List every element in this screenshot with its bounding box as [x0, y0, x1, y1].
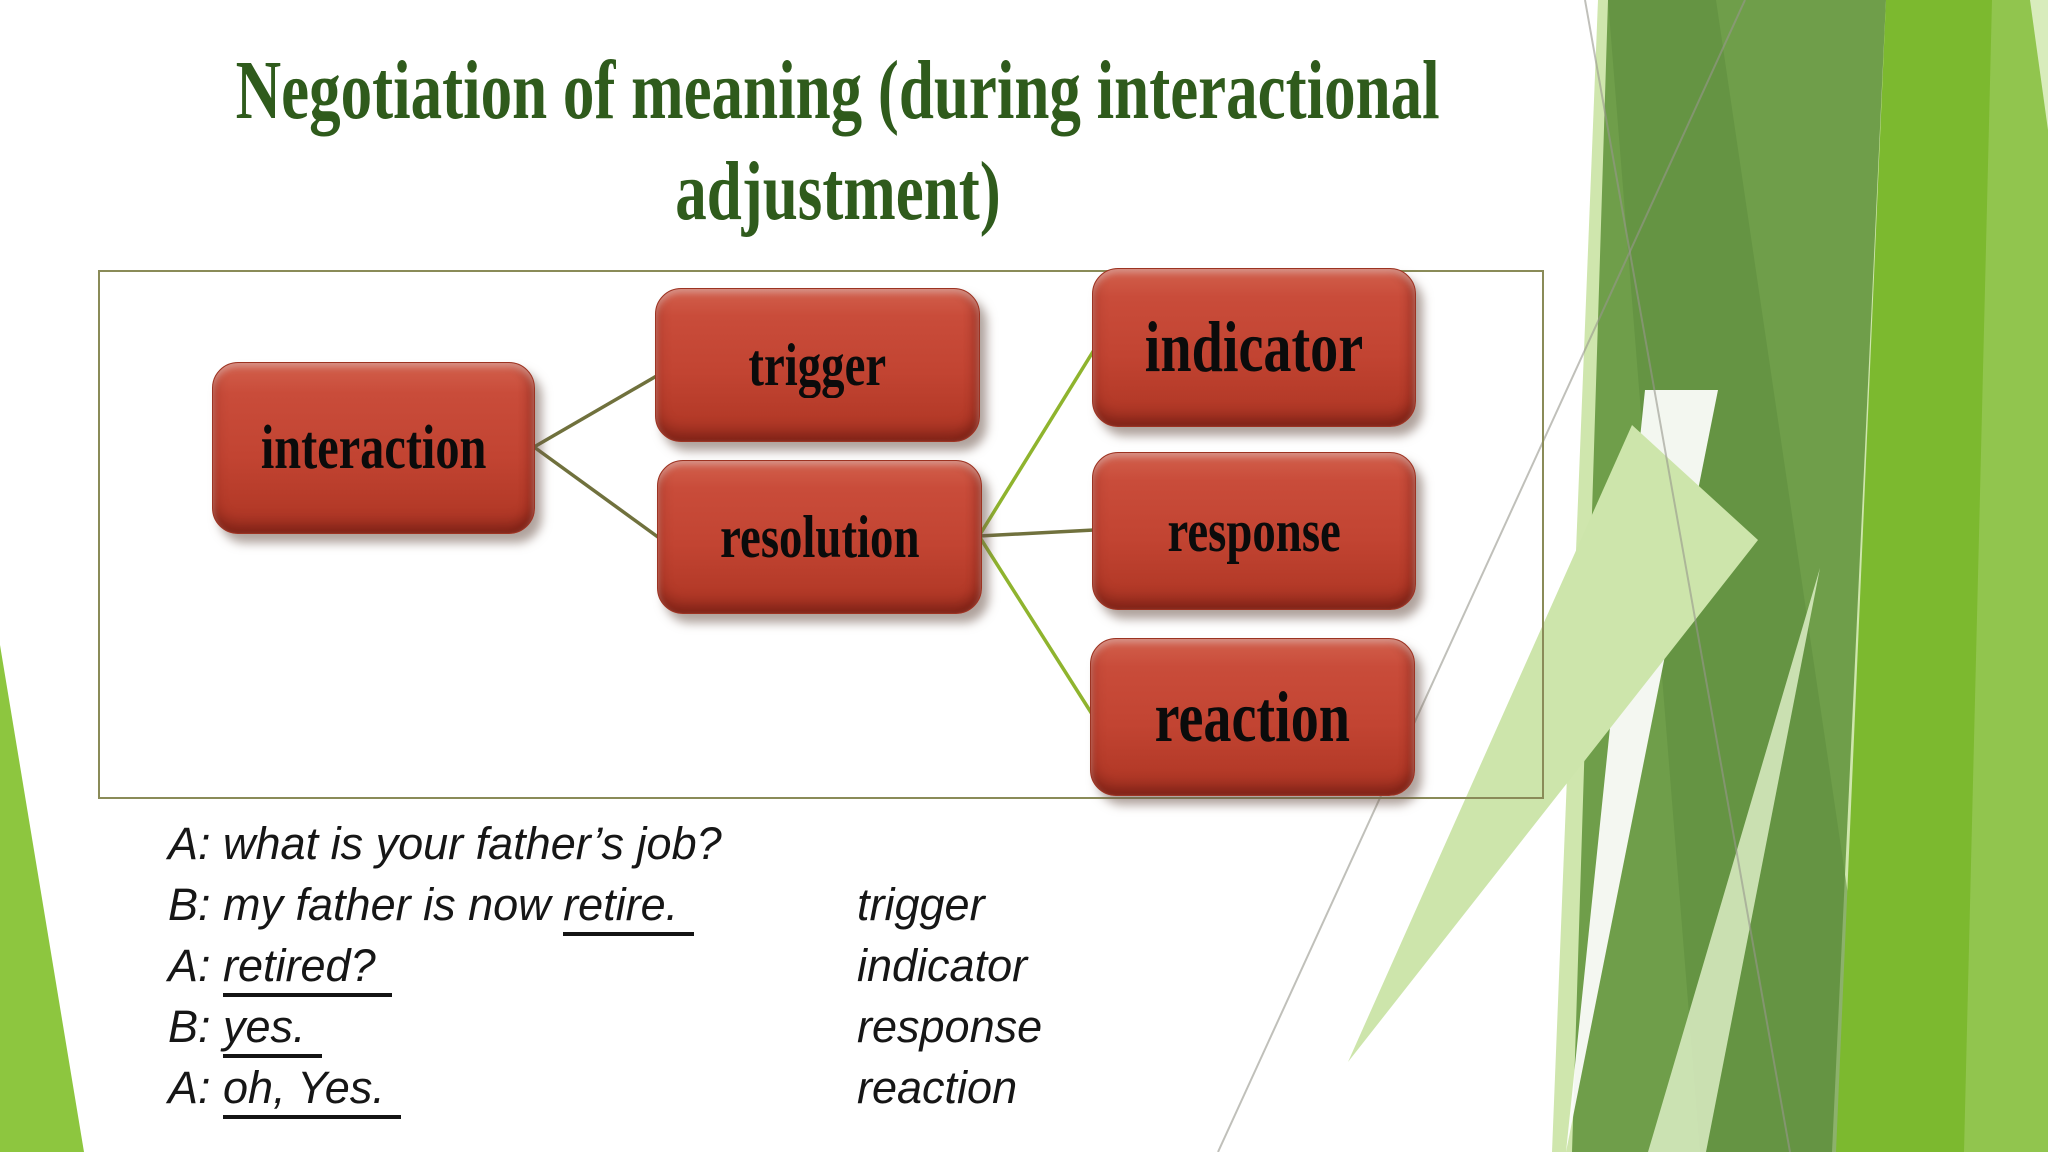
move-type-label: response [857, 1001, 1043, 1052]
diagram-box-interaction: interaction [212, 362, 535, 534]
dialogue-text: what is your father’s job? [223, 818, 722, 869]
speaker-prefix: A: [168, 1062, 224, 1113]
diagram-box-label: reaction [1154, 676, 1351, 757]
bright-green-wedge [1836, 0, 2048, 1152]
diagram-box-label: response [1167, 497, 1341, 564]
speaker-prefix: B: [168, 1001, 224, 1052]
diagram-box-indicator: indicator [1092, 268, 1416, 427]
dialogue-line: B: yes. response [168, 996, 1568, 1058]
diagram-box-reaction: reaction [1090, 638, 1415, 796]
bottom-left-corner-wedge [0, 645, 84, 1152]
pale-bottom-sliver [1648, 568, 1820, 1152]
move-type-label: trigger [857, 879, 985, 930]
diagram-box-label: interaction [260, 413, 487, 482]
dialogue-line: B: my father is now retire. trigger [168, 874, 1568, 936]
diagram-box-label: trigger [748, 331, 887, 398]
dialogue-line: A: what is your father’s job? [168, 813, 1568, 874]
diagram-box-label: indicator [1144, 307, 1364, 387]
pale-corner-sliver [2030, 0, 2048, 130]
dialogue-underlined-text: oh, Yes. [223, 1062, 401, 1119]
page-title: Negotiation of meaning (during interacti… [0, 40, 1676, 242]
dialogue-line: A: retired? indicator [168, 935, 1568, 997]
dialogue-underlined-text: yes. [223, 1001, 322, 1058]
dialogue-line: A: oh, Yes. reaction [168, 1057, 1568, 1119]
dialogue-text: my father is now [223, 879, 564, 930]
diagram-box-resolution: resolution [657, 460, 982, 614]
speaker-prefix: A: [168, 940, 224, 991]
move-type-label: indicator [857, 940, 1028, 991]
title-line-2: adjustment) [675, 145, 1001, 238]
move-type-label: reaction [857, 1062, 1018, 1113]
diagram-box-trigger: trigger [655, 288, 980, 442]
light-green-edge [1964, 0, 2048, 1152]
speaker-prefix: B: [168, 879, 224, 930]
diagram-box-label: resolution [719, 503, 920, 570]
dialogue-underlined-text: retired? [223, 940, 392, 997]
dialogue-example: A: what is your father’s job? B: my fath… [168, 813, 1568, 1119]
diagram-frame [98, 270, 1544, 799]
white-slash [1566, 390, 1718, 1152]
diagram-box-response: response [1092, 452, 1416, 610]
speaker-prefix: A: [168, 818, 224, 869]
title-line-1: Negotiation of meaning (during interacti… [236, 44, 1440, 137]
dialogue-underlined-text: retire. [563, 879, 695, 936]
